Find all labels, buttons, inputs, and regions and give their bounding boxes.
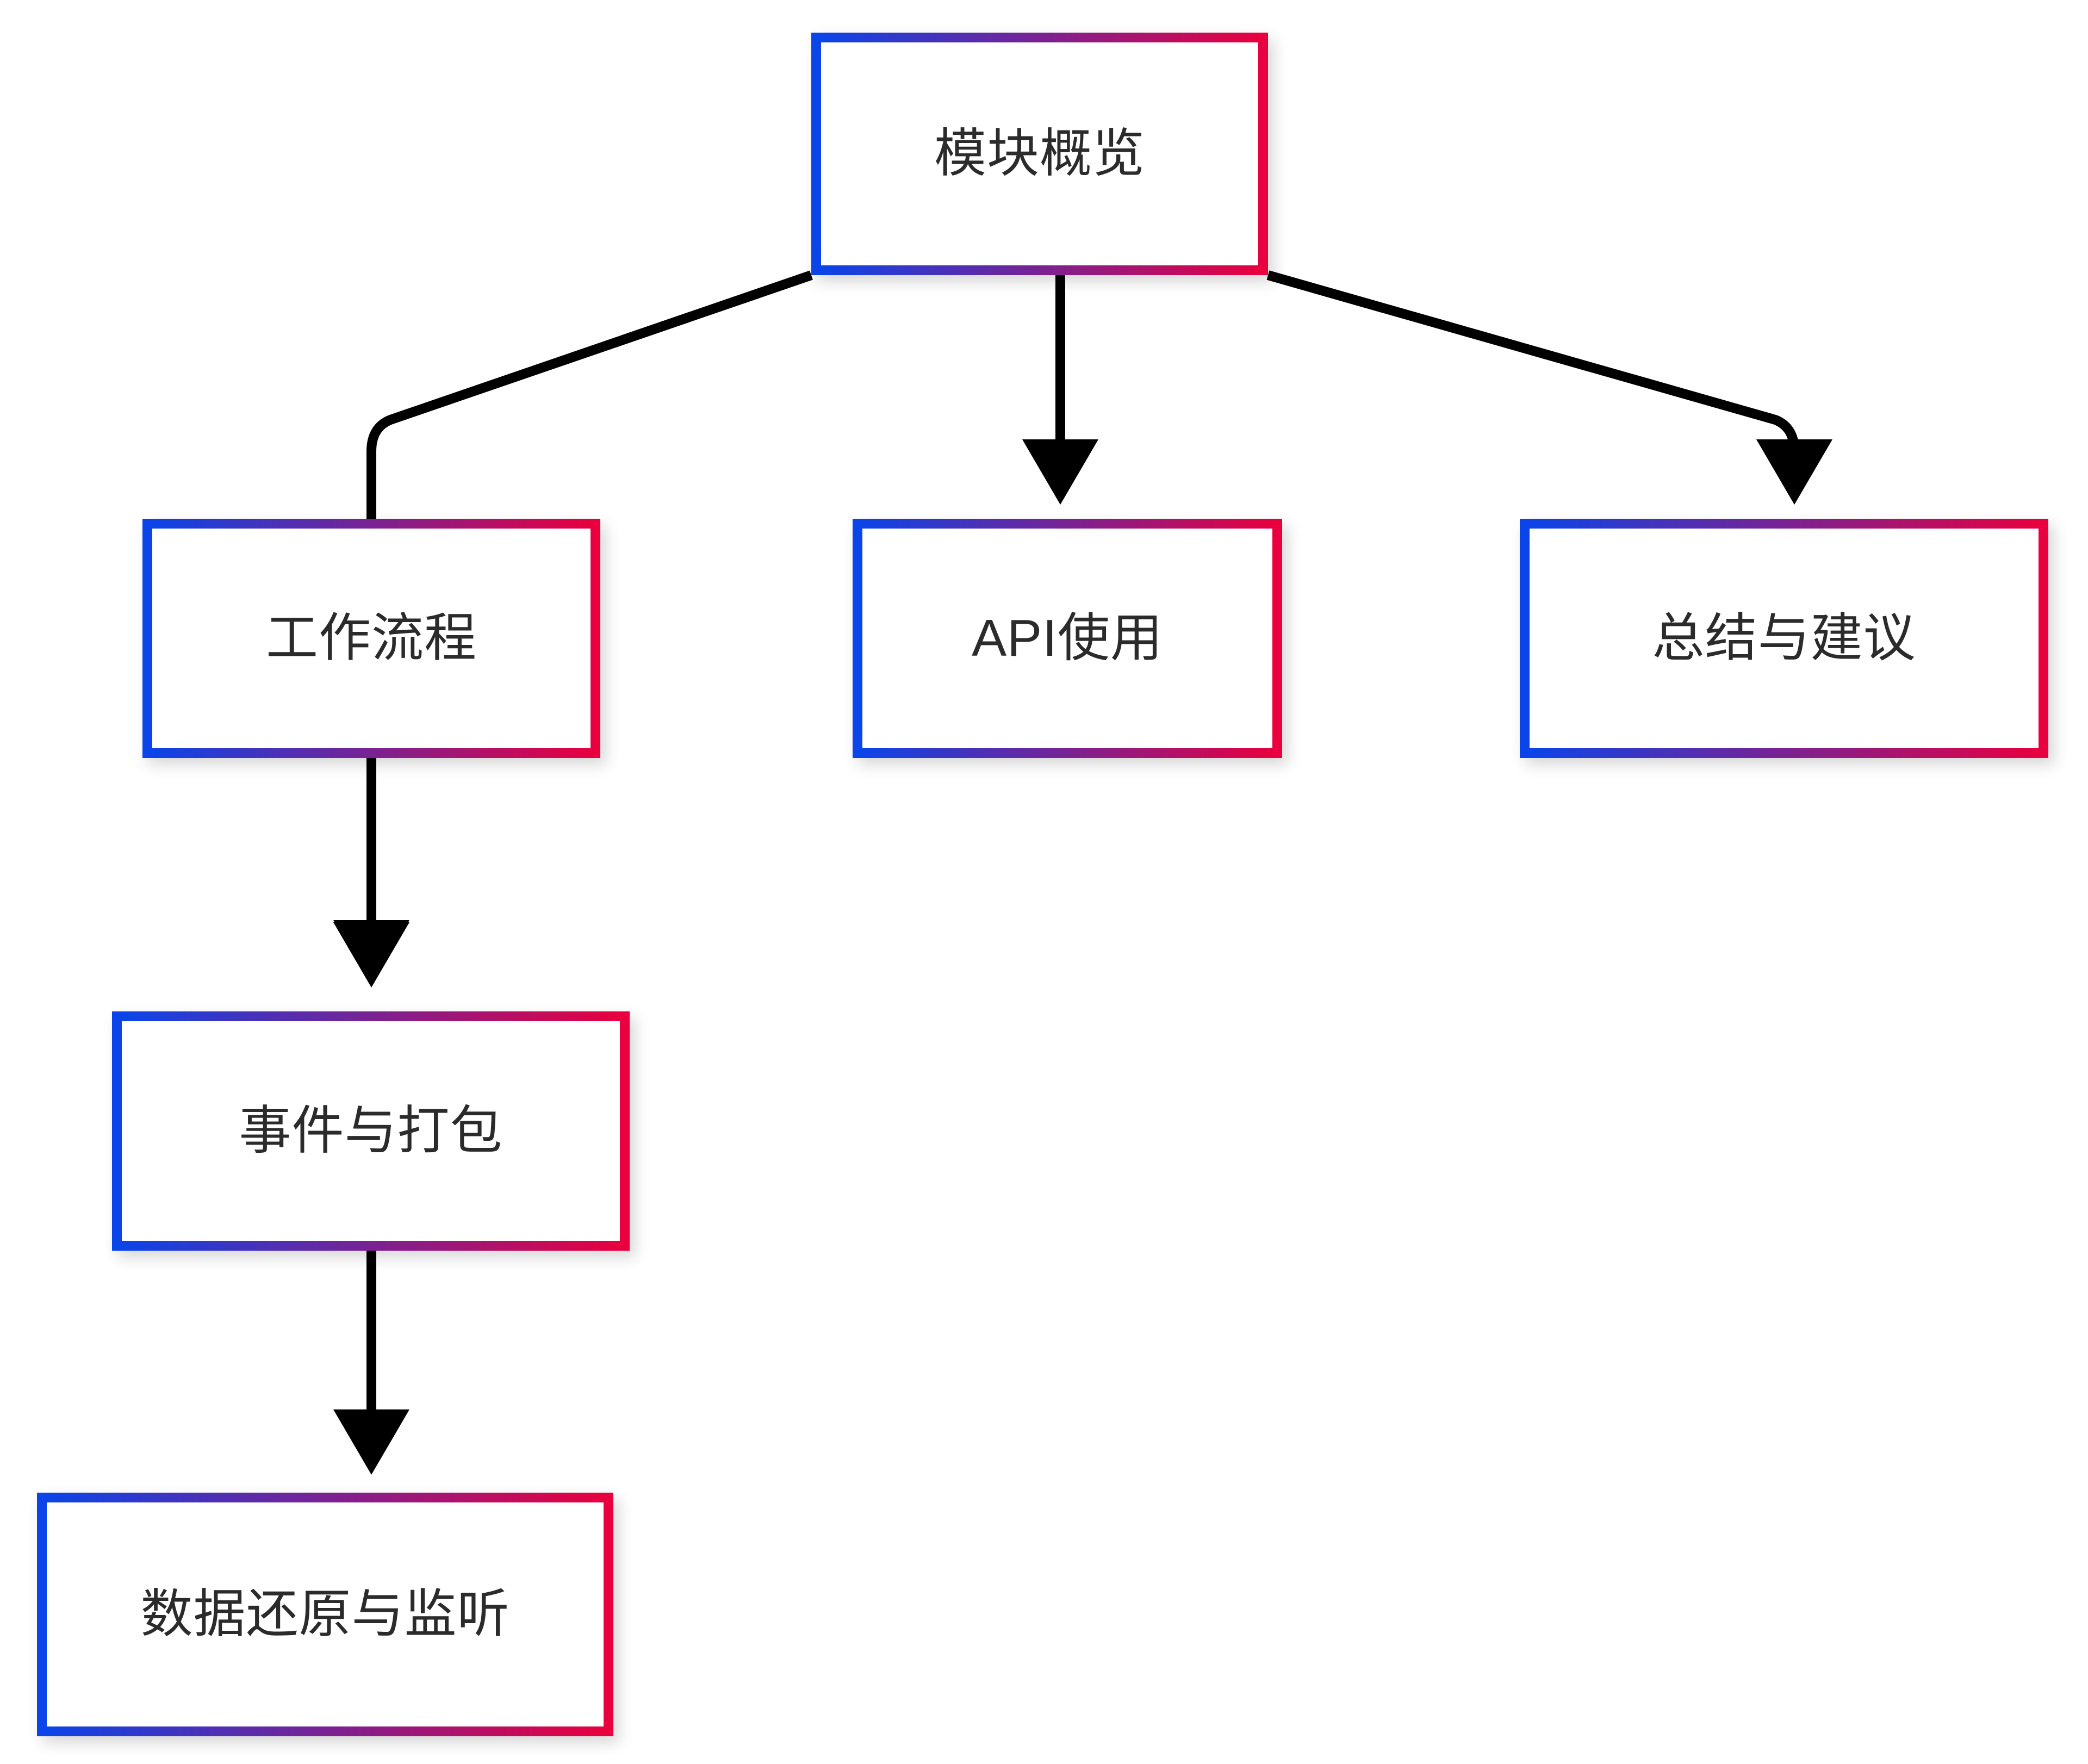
- node-workflow-label: 工作流程: [266, 609, 477, 668]
- node-events-packaging[interactable]: 事件与打包: [112, 1011, 630, 1251]
- node-data-restore-listen[interactable]: 数据还原与监听: [37, 1493, 613, 1736]
- edge-overview-to-api-usage: [1022, 275, 1098, 505]
- edge-events-packaging-to-data-restore-listen: [333, 1251, 409, 1475]
- node-data-restore-listen-label: 数据还原与监听: [140, 1585, 510, 1644]
- node-events-packaging-label: 事件与打包: [239, 1102, 503, 1160]
- node-summary-label: 总结与建议: [1652, 609, 1916, 668]
- edge-overview-to-summary: [1266, 270, 1832, 505]
- node-overview-label: 模块概览: [934, 125, 1145, 183]
- node-workflow[interactable]: 工作流程: [142, 519, 600, 758]
- node-api-usage[interactable]: API使用: [853, 519, 1282, 758]
- edge-workflow-to-events-packaging: [333, 758, 409, 987]
- node-overview[interactable]: 模块概览: [811, 33, 1268, 275]
- node-api-usage-label: API使用: [972, 609, 1163, 668]
- node-summary[interactable]: 总结与建议: [1520, 519, 2048, 758]
